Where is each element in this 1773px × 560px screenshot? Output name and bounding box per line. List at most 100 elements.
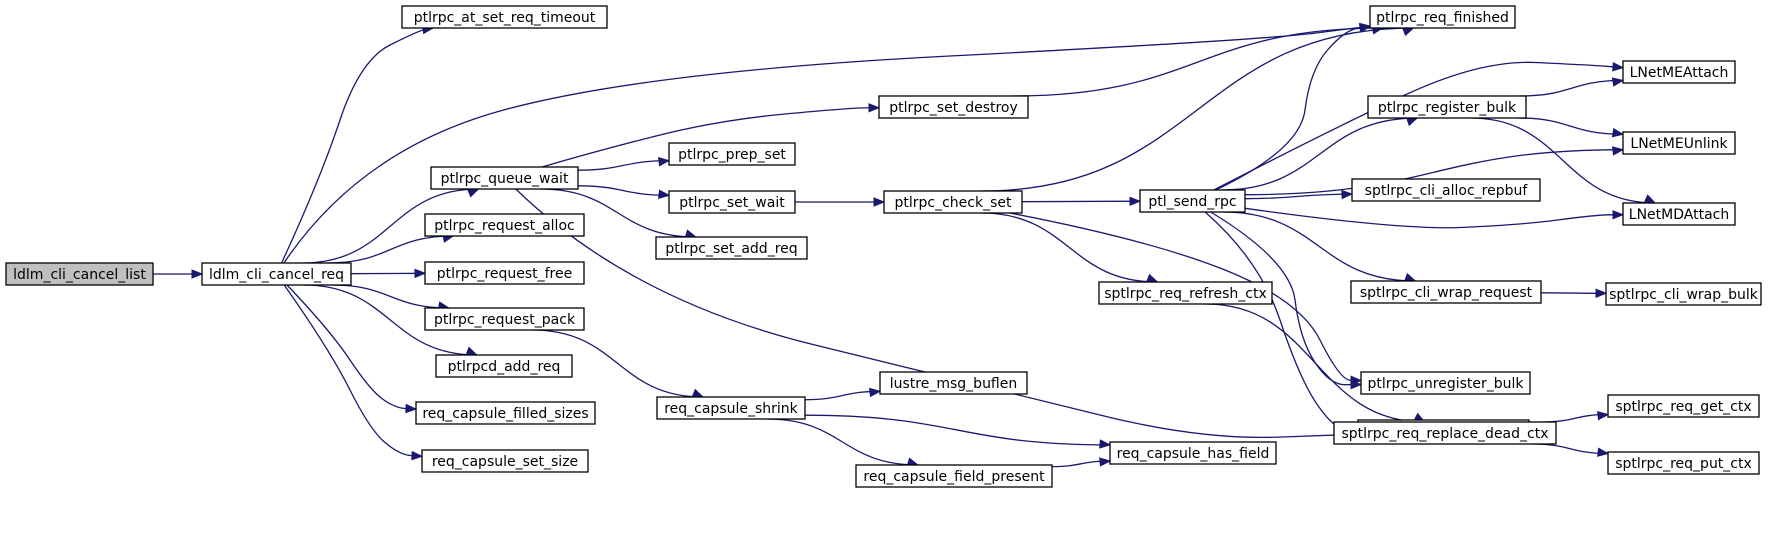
edges-layer: [152, 22, 1657, 468]
node-box[interactable]: [1333, 421, 1557, 445]
edge-ptl_send_rpc-to-ptlrpc_register_bulk: [1222, 117, 1419, 191]
node-box[interactable]: [1622, 202, 1736, 226]
node-req_capsule_field_present[interactable]: req_capsule_field_present: [855, 464, 1053, 488]
node-box[interactable]: [1109, 441, 1277, 465]
edge-ptl_send_rpc-to-sptlrpc_cli_wrap_request: [1223, 211, 1417, 282]
arrowhead-icon: [1405, 117, 1419, 127]
node-box[interactable]: [424, 213, 585, 237]
node-box[interactable]: [1622, 60, 1736, 84]
node-box[interactable]: [201, 262, 352, 286]
node-label: ptlrpcd_add_req: [448, 359, 561, 375]
edge-ldlm_cli_cancel_req-to-ptlrpc_queue_wait: [302, 188, 480, 264]
node-req_capsule_has_field[interactable]: req_capsule_has_field: [1109, 441, 1277, 465]
node-req_capsule_set_size[interactable]: req_capsule_set_size: [421, 449, 589, 473]
node-sptlrpc_req_refresh_ctx[interactable]: sptlrpc_req_refresh_ctx: [1098, 281, 1273, 305]
node-LNetMEAttach[interactable]: LNetMEAttach: [1622, 60, 1736, 84]
edge-ptlrpc_register_bulk-to-LNetMEUnlink: [1517, 117, 1625, 138]
node-box[interactable]: [668, 142, 796, 166]
node-box[interactable]: [1360, 371, 1531, 395]
node-box[interactable]: [883, 190, 1023, 214]
arrowhead-icon: [1611, 127, 1625, 138]
node-ptlrpc_prep_set[interactable]: ptlrpc_prep_set: [668, 142, 796, 166]
arrowhead-icon: [1612, 146, 1625, 156]
arrowhead-icon: [465, 346, 479, 356]
node-ptlrpc_set_destroy[interactable]: ptlrpc_set_destroy: [878, 95, 1029, 119]
node-box[interactable]: [435, 354, 573, 378]
node-ldlm_cli_cancel_req[interactable]: ldlm_cli_cancel_req: [201, 262, 352, 286]
node-box[interactable]: [1369, 5, 1516, 29]
node-box[interactable]: [668, 190, 796, 214]
node-ptlrpc_request_pack[interactable]: ptlrpc_request_pack: [424, 307, 585, 331]
edge-line: [1213, 61, 1624, 191]
node-ptlrpc_queue_wait[interactable]: ptlrpc_queue_wait: [430, 166, 579, 190]
node-box[interactable]: [415, 401, 596, 425]
node-box[interactable]: [1622, 131, 1736, 155]
node-LNetMEUnlink[interactable]: LNetMEUnlink: [1622, 131, 1736, 155]
node-LNetMDAttach[interactable]: LNetMDAttach: [1622, 202, 1736, 226]
arrowhead-icon: [873, 197, 886, 207]
node-box[interactable]: [1367, 95, 1527, 119]
node-box[interactable]: [430, 166, 579, 190]
node-box[interactable]: [655, 236, 808, 260]
node-sptlrpc_req_get_ctx[interactable]: sptlrpc_req_get_ctx: [1607, 394, 1760, 418]
node-box[interactable]: [656, 396, 806, 420]
node-ptlrpc_request_alloc[interactable]: ptlrpc_request_alloc: [424, 213, 585, 237]
node-ptlrpc_register_bulk[interactable]: ptlrpc_register_bulk: [1367, 95, 1527, 119]
edge-line: [1532, 443, 1609, 455]
node-ptl_send_rpc[interactable]: ptl_send_rpc: [1139, 189, 1246, 213]
node-label: lustre_msg_buflen: [890, 376, 1018, 392]
edge-line: [281, 27, 434, 264]
arrowhead-icon: [658, 157, 671, 167]
node-sptlrpc_cli_wrap_bulk[interactable]: sptlrpc_cli_wrap_bulk: [1605, 282, 1762, 306]
edge-line: [1244, 193, 1353, 200]
node-box[interactable]: [1098, 281, 1273, 305]
node-req_capsule_filled_sizes[interactable]: req_capsule_filled_sizes: [415, 401, 596, 425]
node-box[interactable]: [401, 5, 608, 29]
edge-ptl_send_rpc-to-LNetMEUnlink: [1244, 146, 1625, 196]
node-box[interactable]: [878, 95, 1029, 119]
edge-sptlrpc_req_replace_dead_ctx-to-sptlrpc_req_put_ctx: [1532, 443, 1610, 457]
node-box[interactable]: [1607, 451, 1760, 475]
edge-line: [302, 188, 479, 264]
node-box[interactable]: [1139, 189, 1246, 213]
node-ptlrpc_req_finished[interactable]: ptlrpc_req_finished: [1369, 5, 1516, 29]
node-ptlrpc_request_free[interactable]: ptlrpc_request_free: [424, 261, 585, 285]
node-box[interactable]: [1350, 280, 1542, 304]
node-sptlrpc_cli_alloc_repbuf[interactable]: sptlrpc_cli_alloc_repbuf: [1351, 178, 1541, 202]
node-label: sptlrpc_cli_wrap_bulk: [1609, 287, 1759, 303]
node-sptlrpc_req_put_ctx[interactable]: sptlrpc_req_put_ctx: [1607, 451, 1760, 475]
node-lustre_msg_buflen[interactable]: lustre_msg_buflen: [879, 371, 1028, 395]
edge-line: [1519, 79, 1624, 97]
node-sptlrpc_cli_wrap_request[interactable]: sptlrpc_cli_wrap_request: [1350, 280, 1542, 304]
edge-ldlm_cli_cancel_req-to-req_capsule_filled_sizes: [286, 284, 418, 414]
node-ptlrpc_set_wait[interactable]: ptlrpc_set_wait: [668, 190, 796, 214]
arrowhead-icon: [1612, 62, 1625, 72]
node-box[interactable]: [1605, 282, 1762, 306]
node-label: ptlrpc_set_wait: [679, 195, 785, 211]
arrowhead-icon: [1612, 210, 1625, 220]
arrowhead-icon: [1401, 27, 1415, 37]
node-box[interactable]: [879, 371, 1028, 395]
node-ptlrpc_at_set_req_timeout[interactable]: ptlrpc_at_set_req_timeout: [401, 5, 608, 29]
node-ptlrpcd_add_req[interactable]: ptlrpcd_add_req: [435, 354, 573, 378]
node-sptlrpc_req_replace_dead_ctx[interactable]: sptlrpc_req_replace_dead_ctx: [1333, 421, 1557, 445]
node-box[interactable]: [855, 464, 1053, 488]
node-label: req_capsule_filled_sizes: [422, 406, 588, 422]
node-box[interactable]: [421, 449, 589, 473]
node-ptlrpc_check_set[interactable]: ptlrpc_check_set: [883, 190, 1023, 214]
edge-line: [332, 284, 449, 309]
node-ptlrpc_set_add_req[interactable]: ptlrpc_set_add_req: [655, 236, 808, 260]
edge-ptlrpc_queue_wait-to-ptlrpc_set_destroy: [541, 103, 881, 168]
edge-sptlrpc_cli_wrap_request-to-sptlrpc_cli_wrap_bulk: [1540, 288, 1608, 299]
node-ptlrpc_unregister_bulk[interactable]: ptlrpc_unregister_bulk: [1360, 371, 1531, 395]
node-box[interactable]: [424, 261, 585, 285]
node-box[interactable]: [1607, 394, 1760, 418]
node-ldlm_cli_cancel_list[interactable]: ldlm_cli_cancel_list: [5, 262, 154, 286]
edge-ptlrpc_check_set-to-ptl_send_rpc: [1021, 196, 1142, 207]
node-box[interactable]: [5, 262, 154, 286]
arrowhead-icon: [191, 269, 204, 279]
node-req_capsule_shrink[interactable]: req_capsule_shrink: [656, 396, 806, 420]
node-box[interactable]: [424, 307, 585, 331]
node-box[interactable]: [1351, 178, 1541, 202]
